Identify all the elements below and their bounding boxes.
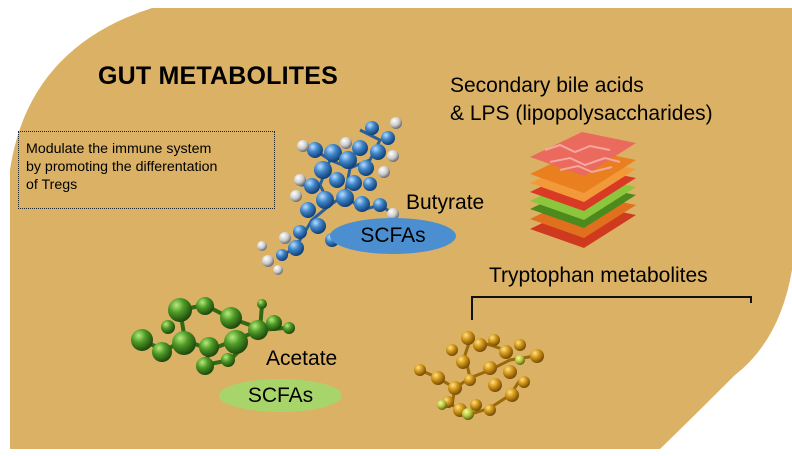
tryptophan-label: Tryptophan metabolites <box>489 264 708 287</box>
bile-acid-lps-stack-icon <box>530 132 636 248</box>
scfa-pill-acetate: SCFAs <box>219 379 342 412</box>
tryptophan-bracket <box>471 296 752 320</box>
scfa-pill-butyrate: SCFAs <box>330 218 456 254</box>
acetate-molecule-icon <box>131 297 295 375</box>
acetate-label: Acetate <box>266 347 338 370</box>
butyrate-molecule-icon <box>257 117 402 275</box>
immune-note-line3: of Tregs <box>26 177 78 193</box>
bile-acids-label-line1: Secondary bile acids <box>450 74 644 97</box>
bile-acids-label-line2: & LPS (lipopolysaccharides) <box>450 102 713 125</box>
tryptophan-molecule-icon <box>414 331 544 420</box>
butyrate-label: Butyrate <box>406 191 485 214</box>
page-title: GUT METABOLITES <box>98 62 339 90</box>
immune-note-box: Modulate the immune system by promoting … <box>18 131 275 209</box>
immune-note-line2: by promoting the differentation <box>26 159 218 175</box>
bile-acids-label: Secondary bile acids & LPS (lipopolysacc… <box>450 72 713 128</box>
immune-note-line1: Modulate the immune system <box>26 141 212 157</box>
